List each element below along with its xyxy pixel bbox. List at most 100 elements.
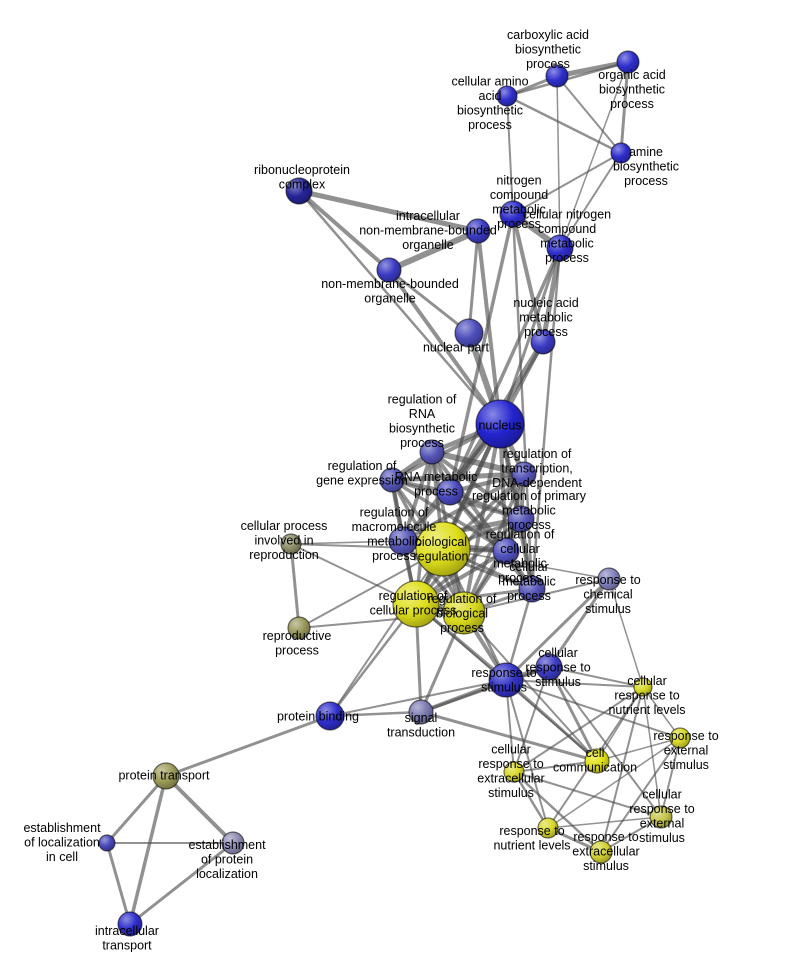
node-reg_cell_proc[interactable]: regulation of cellular process bbox=[392, 580, 440, 628]
node-est_prot_loc[interactable]: establishment of protein localization bbox=[221, 831, 245, 855]
node-cell_proc_repro[interactable]: cellular process involved in reproductio… bbox=[280, 533, 302, 555]
node-nitrogen[interactable]: nitrogen compound metabolic process bbox=[499, 200, 527, 228]
node-cell_met[interactable]: cellular metabolic process bbox=[518, 575, 546, 603]
edge-nmb-nucleus bbox=[387, 268, 502, 426]
node-cell_amino[interactable]: cellular amino acid biosynthetic process bbox=[496, 85, 518, 107]
node-resp_chem[interactable]: response to chemical stimulus bbox=[597, 567, 621, 591]
node-intra_trans[interactable]: intracellular transport bbox=[117, 911, 143, 937]
node-resp_nutr[interactable]: response to nutrient levels bbox=[537, 817, 559, 839]
edge-cell_nitrogen-nucleic bbox=[540, 245, 563, 345]
node-ribonucleo[interactable]: ribonucleoprotein complex bbox=[285, 177, 313, 205]
edge-prot_bind-resp_stim bbox=[329, 679, 507, 717]
node-reg_cell_met[interactable]: regulation of cellular metabolic process bbox=[492, 537, 520, 565]
edge-prot_bind-prot_trans bbox=[164, 714, 332, 778]
edge-ribonucleo-nucleus bbox=[297, 189, 502, 426]
edge-cell_resp_nutr-cell_resp_ext bbox=[642, 686, 662, 818]
edge-prot_bind-bio_reg bbox=[329, 548, 444, 717]
node-reg_gene[interactable]: regulation of gene expression bbox=[379, 467, 405, 493]
node-rna_met[interactable]: RNA metabolic process bbox=[436, 478, 464, 506]
node-prot_trans[interactable]: protein transport bbox=[152, 762, 180, 790]
edge-cell_amino-amine bbox=[505, 94, 623, 155]
edge-cell_nitrogen-nucleus bbox=[498, 246, 562, 426]
node-intra_nmb[interactable]: intracellular non-membrane-bounded organ… bbox=[465, 218, 491, 244]
node-resp_stim[interactable]: response to stimulus bbox=[488, 662, 524, 698]
edge-amine-nitrogen bbox=[512, 152, 622, 215]
node-reg_primary[interactable]: regulation of primary metabolic process bbox=[507, 505, 535, 533]
edge-resp_stim-resp_nutr bbox=[505, 679, 549, 829]
node-cell_resp_stim[interactable]: cellular response to stimulus bbox=[535, 653, 563, 681]
edge-carboxylic-amine bbox=[556, 75, 622, 154]
edge-prot_trans-est_prot_loc bbox=[164, 774, 235, 845]
edge-reg_transcription-reg_gene bbox=[389, 471, 527, 483]
edge-resp_chem-bio_reg bbox=[442, 548, 610, 580]
node-repro_proc[interactable]: reproductive process bbox=[287, 616, 311, 640]
node-signal_trans[interactable]: signal transduction bbox=[408, 699, 434, 725]
node-nucleus[interactable]: nucleus bbox=[475, 399, 525, 449]
node-organic[interactable]: organic acid biosynthetic process bbox=[616, 50, 640, 74]
node-label-nucleus: nucleus bbox=[478, 418, 521, 432]
edge-resp_nutr-cell_resp_ext bbox=[547, 816, 662, 829]
node-cell_resp_nutr[interactable]: cellular response to nutrient levels bbox=[633, 677, 653, 697]
node-reg_bio_proc[interactable]: regulation of biological process bbox=[442, 591, 486, 635]
node-label-prot_trans: protein transport bbox=[118, 768, 210, 782]
edge-ribonucleo-intra_nmb bbox=[296, 188, 481, 234]
edge-resp_ext-resp_nutr bbox=[547, 737, 681, 829]
edge-prot_bind-signal_trans bbox=[328, 710, 423, 718]
node-cell_resp_extra[interactable]: cellular response to extracellular stimu… bbox=[503, 761, 525, 783]
edge-organic-amine bbox=[619, 60, 630, 155]
edge-cell_proc_repro-reg_macro bbox=[290, 540, 404, 545]
edge-cell_nitrogen-cell_met bbox=[530, 246, 562, 591]
node-label-prot_bind: protein binding bbox=[277, 709, 359, 723]
node-est_loc_cell[interactable]: establishment of localization in cell bbox=[98, 834, 116, 852]
edge-cell_amino-nitrogen bbox=[506, 95, 514, 215]
edge-intra_nmb-nmb bbox=[386, 228, 481, 273]
edge-resp_stim-cell_comm bbox=[504, 678, 599, 763]
node-resp_extra[interactable]: response to extracellular stimulus bbox=[589, 840, 613, 864]
node-cell_comm[interactable]: cell communication bbox=[584, 748, 610, 774]
node-prot_bind[interactable]: protein binding bbox=[315, 701, 345, 731]
edge-cell_nitrogen-rna_met bbox=[448, 246, 562, 494]
edge-amine-cell_nitrogen bbox=[559, 152, 622, 249]
node-resp_ext[interactable]: response to external stimulus bbox=[669, 727, 691, 749]
edge-cell_resp_stim-cell_resp_extra bbox=[513, 666, 550, 773]
nodes-layer: carboxylic acid biosynthetic process orga… bbox=[98, 50, 691, 937]
node-carboxylic[interactable]: carboxylic acid biosynthetic process bbox=[545, 64, 569, 88]
node-nmb[interactable]: non-membrane-bounded organelle bbox=[376, 257, 402, 283]
edge-cell_proc_repro-repro_proc bbox=[289, 542, 301, 630]
edge-ribonucleo-nmb bbox=[297, 189, 391, 272]
edge-resp_stim-cell_resp_nutr bbox=[505, 679, 644, 688]
node-reg_rna[interactable]: regulation of RNA biosynthetic process bbox=[419, 439, 445, 465]
node-cell_resp_ext[interactable]: cellular response to external stimulus bbox=[649, 805, 673, 829]
node-reg_transcription[interactable]: regulation of transcription, DNA-depende… bbox=[511, 461, 537, 487]
node-cell_nitrogen[interactable]: cellular nitrogen compound metabolic pro… bbox=[546, 234, 574, 262]
node-nucleic[interactable]: nucleic acid metabolic process bbox=[530, 329, 556, 355]
edge-est_loc_cell-intra_trans bbox=[105, 841, 132, 926]
edge-resp_chem-cell_resp_nutr bbox=[608, 578, 644, 688]
node-bio_reg[interactable]: biological regulation bbox=[415, 521, 471, 577]
node-amine[interactable]: amine biosynthetic process bbox=[610, 142, 632, 164]
edge-cell_resp_stim-cell_resp_nutr bbox=[548, 666, 644, 688]
node-nuclear_part[interactable]: nuclear part bbox=[454, 318, 484, 348]
edge-est_prot_loc-intra_trans bbox=[128, 841, 235, 926]
